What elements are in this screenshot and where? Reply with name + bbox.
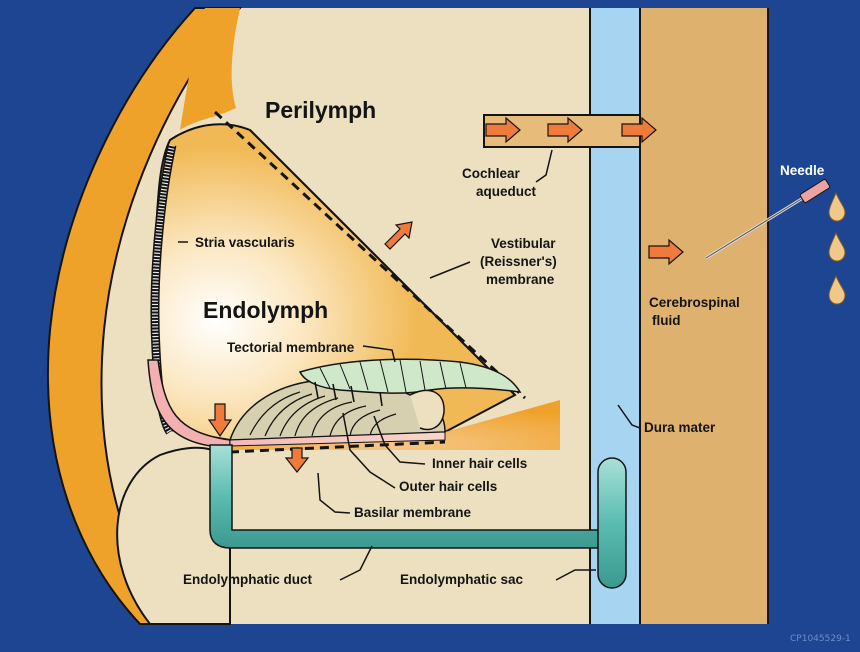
- label-vestibular-1: Vestibular: [491, 236, 556, 251]
- label-basilar-membrane: Basilar membrane: [354, 505, 472, 520]
- label-cochlear-aqueduct-1: Cochlear: [462, 166, 521, 181]
- label-vestibular-2: (Reissner's): [480, 254, 557, 269]
- label-outer-hair-cells: Outer hair cells: [399, 479, 497, 494]
- label-stria-vascularis: Stria vascularis: [195, 235, 295, 250]
- label-endolymphatic-duct: Endolymphatic duct: [183, 572, 313, 587]
- label-dura-mater: Dura mater: [644, 420, 716, 435]
- label-needle: Needle: [780, 163, 825, 178]
- watermark: CP1045529-1: [790, 634, 851, 644]
- label-endolymph: Endolymph: [203, 297, 328, 323]
- endolymphatic-sac: [598, 458, 626, 588]
- label-inner-hair-cells: Inner hair cells: [432, 456, 527, 471]
- label-vestibular-3: membrane: [486, 272, 555, 287]
- label-cochlear-aqueduct-2: aqueduct: [476, 184, 537, 199]
- label-cerebrospinal-1: Cerebrospinal: [649, 295, 740, 310]
- label-cerebrospinal-2: fluid: [652, 313, 681, 328]
- label-tectorial-membrane: Tectorial membrane: [227, 340, 355, 355]
- label-endolymphatic-sac: Endolymphatic sac: [400, 572, 524, 587]
- label-perilymph: Perilymph: [265, 97, 376, 123]
